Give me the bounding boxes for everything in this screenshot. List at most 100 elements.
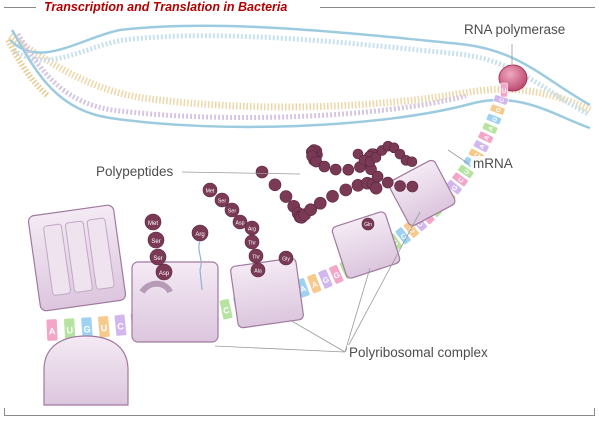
mrna-base-label: A [478,143,487,151]
amino-acid-bead [370,152,382,163]
mrna-base-label: A [483,134,491,142]
mrna-nucleotide: C [218,298,234,321]
mrna-base-label: C [416,219,425,228]
amino-acid-bead [339,183,353,197]
mrna-nucleotide: G [485,113,502,125]
amino-acid-bead: Asp [232,214,248,230]
amino-acid-bead [279,190,293,203]
leader-lines [181,44,513,353]
mrna-base-label: C [117,321,125,332]
amino-acid-label: Met [148,221,158,227]
ribosome-free-small-subunit [43,335,129,406]
mrna-base-label: C [457,176,466,184]
mrna-base-label: U [100,323,108,334]
mrna-base-label: C [222,305,230,316]
polypeptide-chains: MetSerSerAspArgMetSerSerAspArgThrThrAlaG… [144,140,419,291]
incoming-amino-acid: Arg [191,224,209,242]
dna-strand-top [9,24,591,107]
mrna-nucleotide: C [113,313,127,337]
amino-acid-bead: Met [202,182,218,198]
frame-right-tick [594,408,595,416]
amino-acid-label: Ser [153,256,162,262]
mrna-base-label: G [451,184,460,192]
mrna-base-label: G [491,116,499,123]
mrna-base-label: C [390,237,400,248]
mrna-nucleotide: C [451,171,469,187]
mrna-base-label: C [399,231,409,242]
amino-acid-bead: Ser [149,248,167,266]
amino-acid-label: Gln [364,222,372,228]
amino-acid-bead: Thr [244,234,260,250]
ribosome-1 [131,261,219,343]
amino-acid-label: Arg [195,232,204,238]
mrna-nucleotide: A [473,139,490,153]
amino-acid-bead [318,160,331,173]
amino-acid-label: Ser [228,208,236,214]
amino-acid-bead [326,189,339,203]
mrna-nucleotide: U [97,315,111,339]
amino-acid-bead [329,163,342,176]
mrna-base-label: U [66,325,74,335]
mrna-nucleotide: G [489,103,506,116]
mrna-nucleotide: U [500,82,508,98]
dna-strand-bottom-inner [15,32,467,121]
amino-acid-bead: Ser [214,192,230,208]
amino-acid-label: Asp [235,220,244,226]
mrna-base-label: G [332,270,341,281]
incoming-amino-acid: Gly [278,250,294,266]
mrna-nucleotide: A [481,122,499,135]
amino-acid-bead [304,203,318,217]
mrna-nucleotide: U [457,164,475,179]
amino-acid-label: Thr [248,240,256,246]
amino-acid-bead [371,170,384,183]
ribosome-2 [230,257,304,329]
frame-top-right [320,7,595,8]
mrna-nucleotide: G [328,264,345,285]
mrna-base-label: C [474,152,483,160]
mrna-base-label: U [463,168,472,176]
amino-acid-label: Ser [151,239,160,245]
mrna-nucleotide: C [394,226,412,245]
dna-strand-bottom [10,29,591,130]
amino-acid-bead [255,165,269,179]
frame-top-left [4,7,36,8]
incoming-amino-acid: Gln [361,217,375,231]
amino-acid-bead [342,163,355,176]
frame-bottom [4,415,595,416]
mrna-nucleotide: G [317,268,334,290]
mrna-nucleotide: G [445,179,463,195]
mrna-nucleotide: C [402,220,420,239]
mrna-base-label: C [407,225,417,236]
mrna-base-label: A [310,279,319,290]
label-mrna: mRNA [471,156,515,171]
amino-acid-label: Ser [218,198,226,204]
amino-acid-label: Arg [248,226,256,232]
amino-acid-label: Met [206,188,215,194]
amino-acid-bead [394,180,406,192]
mrna-nucleotide: A [477,130,494,144]
amino-acid-bead: Ser [147,231,165,249]
mrna-base-label: U [502,89,506,95]
mrna-nucleotide: A [306,273,322,294]
mrna-base-label: A [487,125,495,132]
label-polyribosomal-complex: Polyribosomal complex [347,345,490,360]
page-title: Transcription and Translation in Bacteri… [40,0,292,14]
amino-acid-bead: Ser [224,202,240,218]
amino-acid-bead [406,156,418,168]
amino-acid-bead [406,180,419,193]
amino-acid-bead: Asp [155,263,173,281]
amino-acid-bead [268,178,282,192]
amino-acid-bead: Met [144,213,162,231]
amino-acid-label: Ala [254,268,262,274]
amino-acid-label: Asp [159,271,170,277]
amino-acid-bead: Thr [248,248,264,264]
mrna-nucleotide: A [45,318,59,342]
ribosome-3 [331,211,401,279]
amino-acid-bead [313,196,327,210]
frame-left-tick [4,408,5,416]
ribosome-4 [388,159,456,227]
trna-strand [198,240,203,291]
mrna-base-label: C [499,97,506,104]
